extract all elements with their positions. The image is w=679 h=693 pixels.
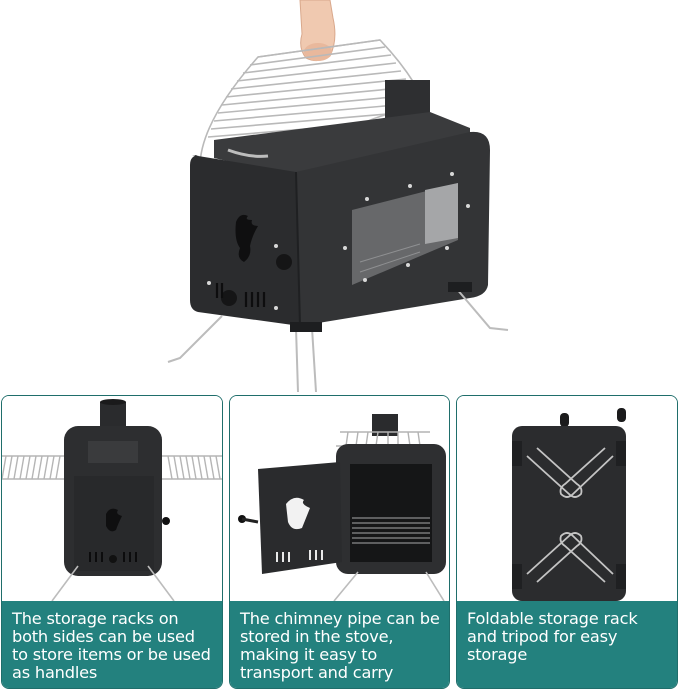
legs-icon — [51, 565, 175, 601]
panel-photo — [230, 396, 449, 601]
panel-caption: The storage racks on both sides can be u… — [2, 601, 222, 688]
top-handle-icon — [227, 148, 269, 158]
flame-logo-icon — [286, 497, 310, 530]
flame-logo-icon — [106, 508, 122, 532]
stove-hero-illustration — [167, 0, 509, 392]
panel-caption: Foldable storage rack and tripod for eas… — [457, 601, 677, 688]
air-vent-icon — [215, 283, 266, 307]
knob-icon — [560, 413, 569, 427]
air-vent-icon — [276, 550, 323, 562]
door-knob-icon — [276, 254, 292, 270]
feature-panels: The storage racks on both sides can be u… — [0, 395, 679, 693]
door-knob-icon — [162, 517, 170, 525]
flame-logo-icon — [235, 214, 258, 262]
chimney-pipe-icon — [372, 414, 398, 436]
bolt-icons — [207, 172, 470, 310]
fire-chamber-icon — [350, 464, 432, 562]
folded-rack-icon — [526, 532, 614, 583]
hand-icon — [299, 0, 336, 62]
side-rack-right-icon — [162, 455, 222, 480]
hero-product-image — [167, 0, 509, 392]
stove-folded-illustration — [512, 408, 626, 601]
panel-photo — [457, 396, 677, 601]
knob-icon — [617, 408, 626, 422]
feature-panel-chimney-storage: The chimney pipe can be stored in the st… — [229, 395, 450, 689]
feature-panel-foldable-rack: Foldable storage rack and tripod for eas… — [456, 395, 678, 689]
stove-body-icon — [512, 426, 626, 601]
damper-knob-icon — [221, 290, 237, 306]
chimney-stored-icon — [352, 517, 430, 544]
air-vent-icon — [89, 552, 137, 562]
side-rack-left-icon — [2, 455, 64, 480]
feature-panel-side-racks: The storage racks on both sides can be u… — [1, 395, 223, 689]
panel-photo — [2, 396, 222, 601]
tripod-legs-icon — [167, 287, 509, 392]
stove-front-racks-illustration — [2, 399, 222, 601]
stove-door-open-illustration — [238, 414, 446, 601]
glass-window-icon — [352, 183, 458, 285]
folded-legs-icon — [526, 447, 614, 498]
legs-icon — [333, 571, 445, 601]
panel-caption: The chimney pipe can be stored in the st… — [230, 601, 449, 688]
stove-top-icon — [214, 112, 470, 178]
